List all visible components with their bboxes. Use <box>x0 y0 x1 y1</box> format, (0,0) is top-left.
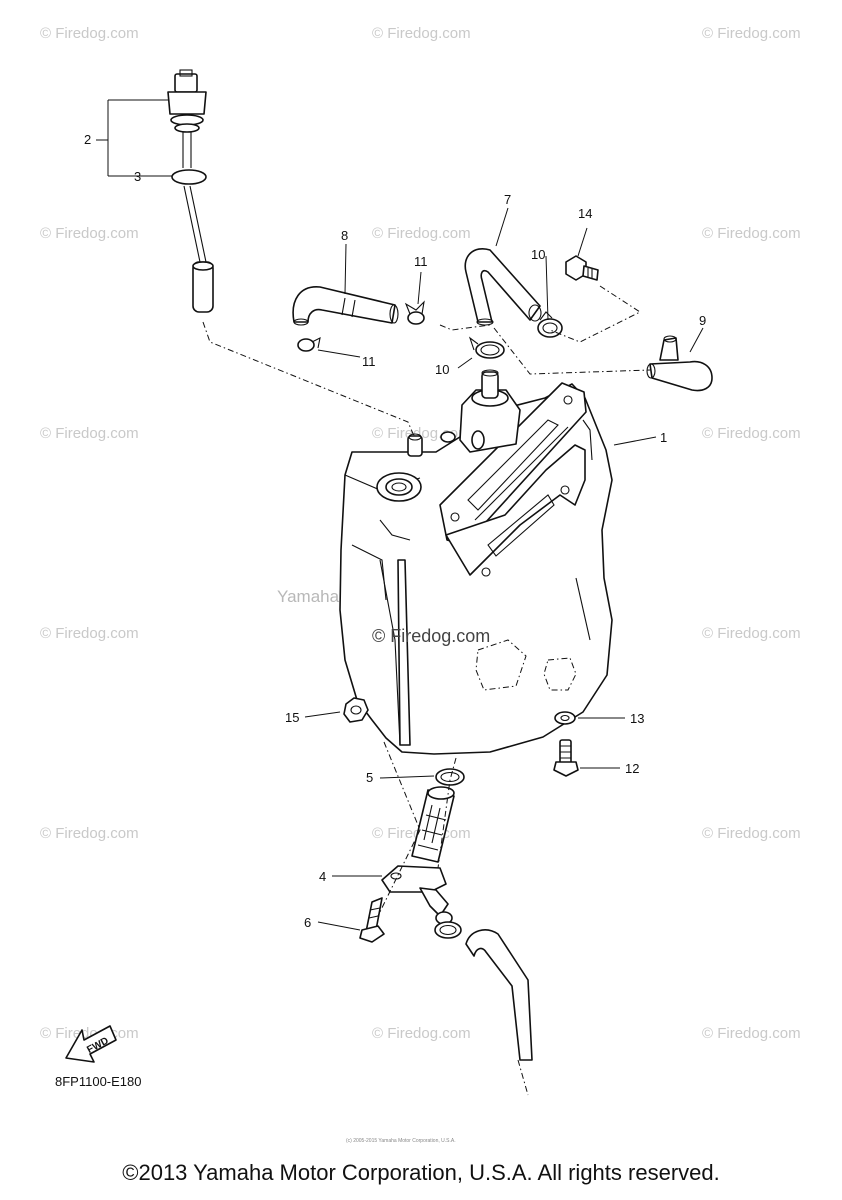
callout-2: 2 <box>84 132 91 147</box>
callout-numbers: 2 3 7 8 11 10 14 9 11 10 1 15 13 12 5 4 … <box>84 132 706 930</box>
hose-part-8 <box>292 286 399 326</box>
watermark-text: © Firedog.com <box>702 25 801 42</box>
callout-12: 12 <box>625 761 639 776</box>
o-ring-part-3 <box>171 169 207 185</box>
leader-lines <box>96 99 704 931</box>
watermark-layer: © Firedog.com © Firedog.com © Firedog.com ©… <box>40 25 801 1042</box>
fine-print: (c) 2005-2015 Yamaha Motor Corporation, … <box>346 1138 456 1144</box>
callout-6: 6 <box>304 915 311 930</box>
callout-4: 4 <box>319 869 326 884</box>
hose-part-7 <box>464 248 542 326</box>
level-sensor-part-2 <box>167 69 214 313</box>
callout-8: 8 <box>341 228 348 243</box>
hose-clamp-part-11-upper <box>404 300 425 325</box>
callout-10-lower: 10 <box>435 362 449 377</box>
elbow-part-9 <box>646 335 713 392</box>
hose-clamp-part-11-lower <box>297 337 321 352</box>
bolt-part-14 <box>565 255 599 281</box>
o-ring-part-5 <box>435 768 465 786</box>
outlet-hose <box>465 929 533 1061</box>
callout-5: 5 <box>366 770 373 785</box>
watermark-text: © Firedog.com <box>40 425 139 442</box>
center-watermark: © Firedog.com <box>372 626 490 646</box>
assembly-lines <box>202 285 651 1096</box>
watermark-text: © Firedog.com <box>372 25 471 42</box>
watermark-text: © Firedog.com <box>702 1025 801 1042</box>
diagram-code: 8FP1100-E180 <box>55 1074 142 1089</box>
watermark-text: © Firedog.com <box>702 625 801 642</box>
watermark-text: © Firedog.com <box>702 225 801 242</box>
callout-1: 1 <box>660 430 667 445</box>
copyright-notice: ©2013 Yamaha Motor Corporation, U.S.A. A… <box>122 1160 720 1185</box>
watermark-text: © Firedog.com <box>702 425 801 442</box>
watermark-text: © Firedog.com <box>40 625 139 642</box>
nut-part-15 <box>343 697 369 723</box>
callout-7: 7 <box>504 192 511 207</box>
bolt-part-12 <box>553 739 579 777</box>
watermark-text: © Firedog.com <box>40 25 139 42</box>
o-ring-part-5-inner <box>440 771 460 783</box>
watermark-text: © Firedog.com <box>40 825 139 842</box>
callout-13: 13 <box>630 711 644 726</box>
callout-9: 9 <box>699 313 706 328</box>
callout-3: 3 <box>134 169 141 184</box>
watermark-text: © Firedog.com <box>372 225 471 242</box>
oil-tank-part-1 <box>339 369 613 755</box>
hose-clamp-part-4-outlet <box>434 921 462 939</box>
hose-clamp-part-10-lower <box>468 336 505 359</box>
watermark-text: © Firedog.com <box>372 1025 471 1042</box>
bolt-part-6 <box>359 897 385 943</box>
callout-15: 15 <box>285 710 299 725</box>
callout-11-upper: 11 <box>414 254 428 269</box>
strainer-part-4 <box>381 786 455 925</box>
watermark-text: © Firedog.com <box>40 225 139 242</box>
callout-14: 14 <box>578 206 592 221</box>
watermark-text: © Firedog.com <box>702 825 801 842</box>
callout-11-lower: 11 <box>362 354 376 369</box>
callout-10-upper: 10 <box>531 247 545 262</box>
washer-part-13 <box>554 711 576 725</box>
